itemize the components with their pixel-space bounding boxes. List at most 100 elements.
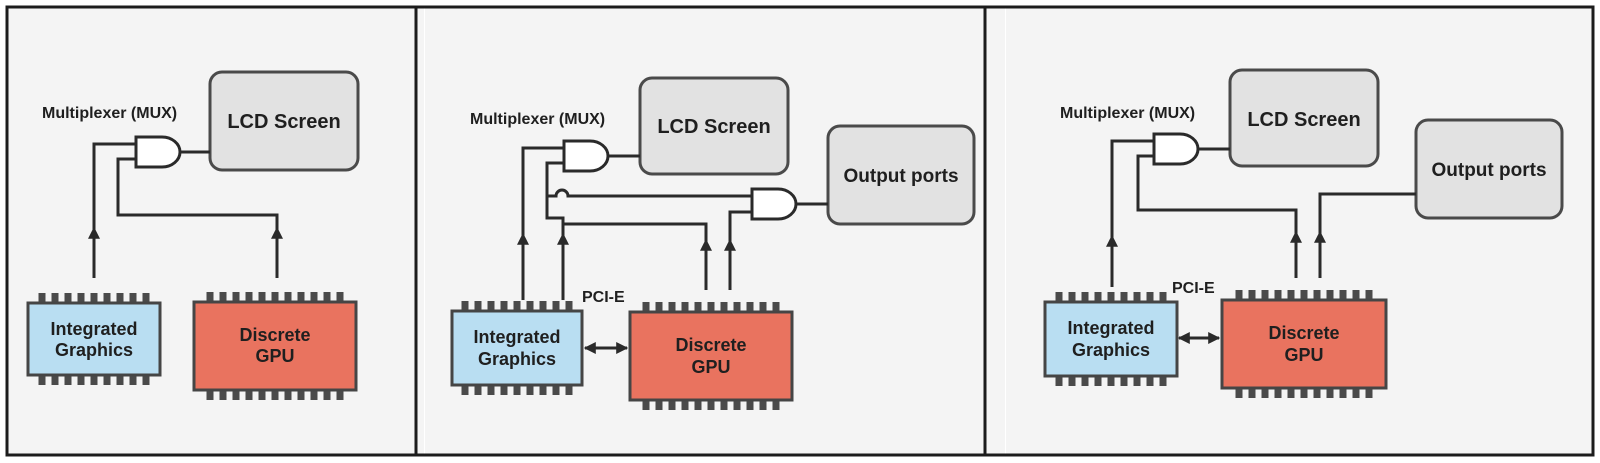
chip-pin (77, 375, 85, 385)
integrated-graphics-label: Integrated (50, 319, 137, 339)
integrated-graphics-label: Graphics (55, 340, 133, 360)
mux-gate (562, 139, 610, 173)
chip-pin (206, 292, 214, 302)
integrated-graphics-label: Integrated (1067, 318, 1154, 338)
lcd-screen-label: LCD Screen (1247, 109, 1360, 131)
chip-body (26, 301, 162, 377)
chip-pin (1339, 290, 1347, 300)
mux-gate (1152, 132, 1200, 166)
chip-pin (51, 293, 59, 303)
pci-e-label: PCI-E (582, 289, 625, 306)
chip-pin (720, 400, 728, 410)
chip-pin (461, 301, 469, 311)
discrete-gpu-label: GPU (691, 357, 730, 377)
frame (5, 5, 1595, 457)
chip-body (450, 309, 584, 387)
chip-pin (310, 390, 318, 400)
chip-pin (1159, 376, 1167, 386)
chip-pin (142, 375, 150, 385)
chip-pin (116, 375, 124, 385)
chip-pin (694, 302, 702, 312)
chip-pin (487, 385, 495, 395)
chip-pin (694, 400, 702, 410)
chip-pin (77, 293, 85, 303)
outer-border (5, 5, 1595, 457)
chip-pin (1159, 292, 1167, 302)
chip-pin (1248, 388, 1256, 398)
mux-gate (134, 135, 182, 169)
discrete-gpu-chip (192, 292, 358, 400)
discrete-gpu-chip (1220, 290, 1388, 398)
chip-pin (1094, 376, 1102, 386)
chip-pin (1326, 290, 1334, 300)
discrete-gpu-label: Discrete (675, 335, 746, 355)
chip-pin (759, 400, 767, 410)
chip-pin (103, 375, 111, 385)
chip-pin (1081, 292, 1089, 302)
chip-pin (336, 292, 344, 302)
chip-pin (1107, 292, 1115, 302)
chip-pin (1055, 376, 1063, 386)
chip-pin (539, 385, 547, 395)
output-ports-label: Output ports (1431, 160, 1546, 181)
chip-pin (1300, 290, 1308, 300)
chip-pin (38, 293, 46, 303)
chip-pin (681, 400, 689, 410)
chip-pin (1274, 388, 1282, 398)
wire (547, 188, 752, 198)
chip-pin (1235, 290, 1243, 300)
chip-pin (297, 292, 305, 302)
chip-pin (707, 302, 715, 312)
chip-pin (642, 302, 650, 312)
discrete-gpu-label: Discrete (1268, 323, 1339, 343)
chip-pin (1120, 376, 1128, 386)
chip-pin (500, 385, 508, 395)
chip-pin (526, 301, 534, 311)
chip-pin (733, 400, 741, 410)
chip-pin (733, 302, 741, 312)
integrated-graphics-chip (450, 301, 584, 395)
discrete-gpu-label: GPU (1284, 345, 1323, 365)
integrated-graphics-label: Graphics (478, 349, 556, 369)
chip-pin (116, 293, 124, 303)
output-ports-box (826, 124, 976, 226)
chip-pin (1339, 388, 1347, 398)
lcd-screen-box (1228, 68, 1380, 168)
chip-pin (1248, 290, 1256, 300)
chip-body (1220, 298, 1388, 390)
chip-pin (668, 400, 676, 410)
chip-pin (1146, 292, 1154, 302)
chip-pin (129, 293, 137, 303)
chip-pin (681, 302, 689, 312)
output-ports-box (1414, 118, 1564, 220)
chip-pin (1133, 376, 1141, 386)
chip-pin (103, 293, 111, 303)
discrete-gpu-chip (628, 302, 794, 410)
chip-pin (1365, 290, 1373, 300)
chip-pin (461, 385, 469, 395)
chip-pin (642, 400, 650, 410)
panel-3: Multiplexer (MUX) LCD Screen Output port… (1006, 8, 1592, 455)
chip-pin (219, 292, 227, 302)
chip-pin (245, 292, 253, 302)
chip-pin (1094, 292, 1102, 302)
chip-pin (245, 390, 253, 400)
mux-label: Multiplexer (MUX) (42, 105, 177, 122)
wire (564, 222, 708, 290)
chip-pin (1068, 376, 1076, 386)
chip-pin (232, 390, 240, 400)
chip-pin (64, 375, 72, 385)
chip-pin (1120, 292, 1128, 302)
chip-pin (1287, 290, 1295, 300)
chip-pin (271, 390, 279, 400)
output-mux-gate (750, 187, 798, 221)
chip-pin (1261, 388, 1269, 398)
chip-pin (1352, 290, 1360, 300)
chip-pin (219, 390, 227, 400)
chip-pin (1313, 388, 1321, 398)
chip-pin (310, 292, 318, 302)
chip-pin (1313, 290, 1321, 300)
chip-pin (90, 375, 98, 385)
chip-pin (474, 385, 482, 395)
